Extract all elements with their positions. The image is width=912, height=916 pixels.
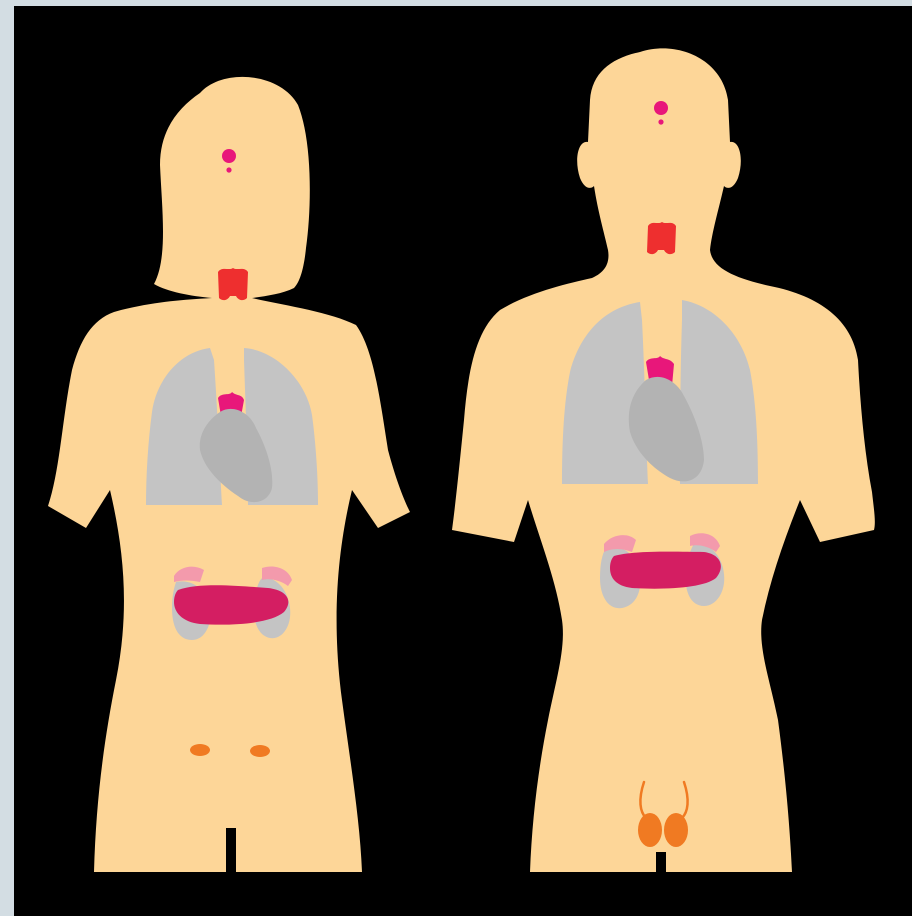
female-pituitary-stalk <box>226 167 231 172</box>
male-pancreas <box>610 552 721 589</box>
male-right-testis <box>664 813 688 847</box>
male-left-testis <box>638 813 662 847</box>
female-thyroid-gland <box>218 268 248 300</box>
female-pituitary-gland <box>222 149 236 163</box>
male-thyroid-gland <box>647 222 676 254</box>
male-pituitary-stalk <box>658 119 663 124</box>
male-pituitary-gland <box>654 101 668 115</box>
female-left-ovary <box>190 744 210 756</box>
female-right-ovary <box>250 745 270 757</box>
